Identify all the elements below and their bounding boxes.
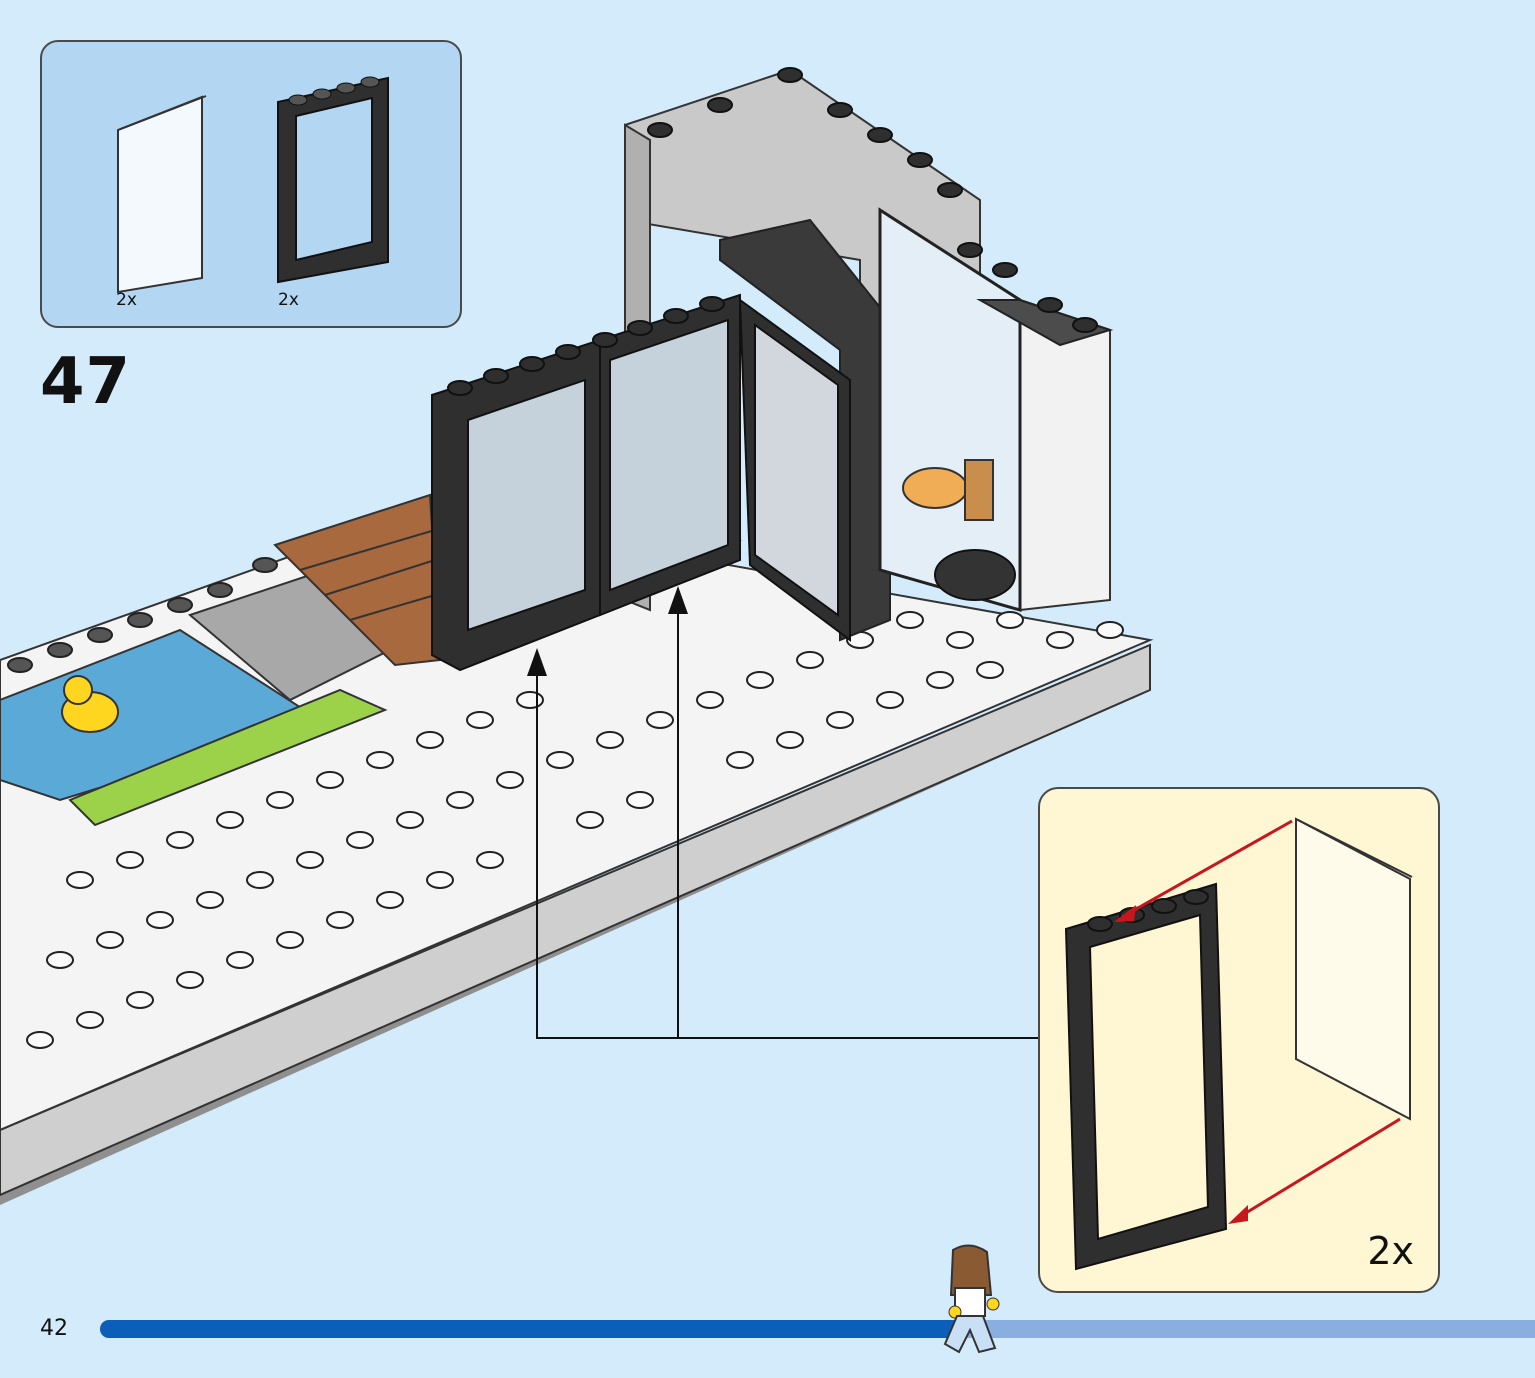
copper-fixture bbox=[902, 459, 1016, 601]
window-frame-right bbox=[599, 293, 741, 617]
red-arrow-head-icon bbox=[1228, 1205, 1248, 1224]
window-frame-left bbox=[431, 338, 601, 672]
minifigure-icon bbox=[943, 1244, 1000, 1354]
part-count-glass-panel: 2x bbox=[116, 290, 137, 310]
red-arrows bbox=[1121, 819, 1401, 1221]
parts-list-box: 2x 2x bbox=[40, 40, 462, 328]
arrow-up-icon bbox=[668, 586, 688, 614]
sub-glass-panel-icon bbox=[1295, 817, 1413, 1121]
glass-panel-icon bbox=[117, 95, 207, 294]
red-arrow-head-icon bbox=[1114, 905, 1136, 922]
sub-assembly-count: 2x bbox=[1367, 1229, 1414, 1273]
part-count-door-frame: 2x bbox=[278, 290, 299, 310]
sub-door-frame-icon bbox=[1064, 882, 1228, 1271]
parts-illustration bbox=[117, 76, 389, 294]
arrow-up-icon bbox=[527, 648, 547, 676]
callout-lines bbox=[536, 598, 1038, 1039]
open-door-frame bbox=[738, 297, 851, 642]
sub-assembly-illustration bbox=[1064, 817, 1413, 1271]
progress-bar-fill bbox=[100, 1320, 961, 1338]
progress-bar bbox=[100, 1320, 1535, 1338]
step-number: 47 bbox=[40, 345, 132, 419]
page-number: 42 bbox=[40, 1316, 68, 1341]
rubber-duck bbox=[61, 675, 119, 733]
green-plate-strip bbox=[68, 688, 388, 827]
door-frame-icon bbox=[277, 76, 389, 284]
sub-assembly-box: 2x bbox=[1038, 787, 1440, 1293]
